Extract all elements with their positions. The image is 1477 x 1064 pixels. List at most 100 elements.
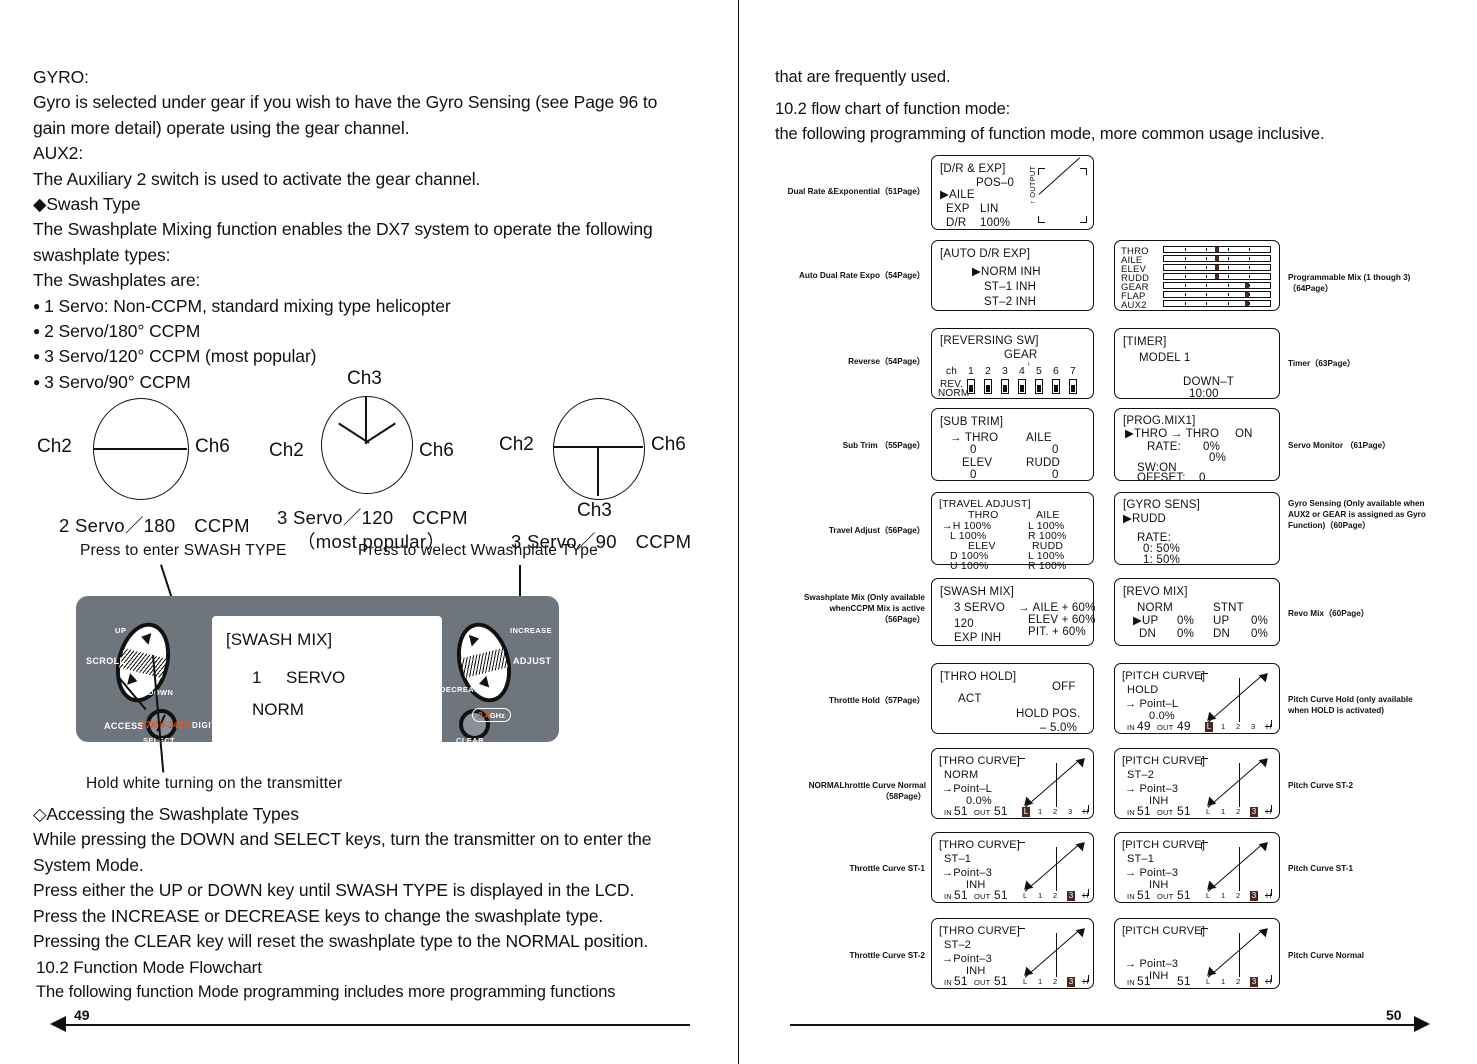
progmix-tick — [1249, 284, 1251, 287]
swashmix-elev: ELEV + 60% — [1028, 614, 1096, 626]
reversing-channel-toggle[interactable] — [1035, 379, 1043, 394]
curve-tick-selected[interactable]: 3 — [1250, 891, 1258, 901]
progmix-row-bar — [1163, 291, 1271, 298]
graph-vertical-axis — [1239, 933, 1241, 977]
label-pitch-curve-hold: Pitch Curve Hold (only available when HO… — [1288, 695, 1413, 715]
label-revo-mix: Revo Mix（60Page） — [1288, 609, 1369, 618]
travel-aile-l: L 100% — [1028, 520, 1065, 532]
reversing-norm-label: NORM — [938, 388, 970, 399]
label-clear: CLEAR — [456, 736, 484, 745]
curve-tick-selected[interactable]: L — [1022, 807, 1030, 817]
curve-tick-label: H — [1083, 977, 1089, 986]
curve-point: →Point–L — [942, 783, 992, 795]
gyro-channel: ▶RUDD — [1123, 513, 1167, 525]
panel-title: [TRAVEL ADJUST] — [939, 498, 1031, 510]
travel-elev-d: D 100% — [950, 550, 989, 562]
scroll-down-triangle-icon[interactable] — [127, 673, 139, 688]
curve-tick-label: 1 — [1221, 891, 1226, 900]
progmix-tick — [1249, 275, 1251, 278]
progmix-tick — [1184, 302, 1186, 305]
progmix1-offset-value: 0 — [1199, 472, 1206, 484]
curve-out-value: 51 — [1177, 804, 1191, 818]
curve-tick-label: H — [1266, 807, 1272, 816]
increase-triangle-icon[interactable] — [468, 632, 481, 647]
panel-timer: [TIMER] MODEL 1 DOWN–T 10:00 — [1114, 328, 1280, 400]
progmix-marker — [1215, 247, 1219, 252]
dr-exp-key: EXP — [946, 203, 970, 215]
dr-exp-value: LIN — [980, 203, 999, 215]
progmix1-offset-key: OFFSET: — [1137, 472, 1186, 484]
curve-value: 0.0% — [966, 795, 992, 807]
label-swashplate-mix: Swashplate Mix (Only available whenCCPM … — [803, 593, 925, 624]
rocker-grip — [460, 647, 508, 679]
throhold-act: ACT — [958, 693, 982, 705]
reversing-channel-toggle[interactable] — [1052, 379, 1060, 394]
progmix-tick — [1249, 257, 1251, 260]
curve-tick-label: L — [1023, 977, 1028, 986]
curve-out-value: 51 — [994, 974, 1008, 988]
footer-arrow-right-icon — [1414, 1016, 1430, 1032]
lcd-servo-word: SERVO — [286, 668, 346, 687]
reversing-channel-toggle[interactable] — [1001, 379, 1009, 394]
curve-value: INH — [966, 879, 986, 891]
swashmix-servo: 3 SERVO — [954, 602, 1006, 614]
graph-corner-tr — [1080, 168, 1087, 175]
progmix-tick — [1206, 293, 1208, 296]
curve-in-key: IN — [1127, 892, 1135, 901]
graph-corner-bl — [1038, 216, 1045, 223]
progmix-tick — [1206, 275, 1208, 278]
curve-tick-label: 1 — [1038, 807, 1043, 816]
graph-arrow-up-icon — [1075, 838, 1089, 852]
curve-tick-label: H — [1083, 891, 1089, 900]
curve-mode: ST–2 — [944, 939, 972, 951]
dr-axis-label: ↑ OUTPUT — [1028, 165, 1037, 204]
callout-enter-swash-type: Press to enter SWASH TYPE — [80, 542, 287, 559]
graph-corner-br — [1082, 975, 1089, 982]
scroll-up-triangle-icon[interactable] — [139, 630, 152, 645]
select-button[interactable] — [146, 709, 177, 740]
curve-tick-selected[interactable]: 3 — [1250, 807, 1258, 817]
reversing-channel-toggle[interactable] — [967, 379, 975, 394]
graph-arrow-up-icon — [1258, 924, 1272, 938]
graph-corner-br — [1265, 805, 1272, 812]
label-throttle-curve-st1: Throttle Curve ST-1 — [849, 864, 925, 873]
curve-out-value: 51 — [994, 804, 1008, 818]
graph-corner-br — [1082, 889, 1089, 896]
graph-corner-br — [1265, 975, 1272, 982]
curve-in-key: IN — [1127, 723, 1135, 732]
graph-vertical-axis — [1056, 847, 1058, 891]
reversing-channel-number: 6 — [1053, 365, 1060, 377]
curve-out-value: 51 — [1177, 888, 1191, 902]
reversing-channel-toggle[interactable] — [984, 379, 992, 394]
progmix-tick — [1249, 302, 1251, 305]
panel-thro-hold: [THRO HOLD] OFF ACT HOLD POS. – 5.0% — [931, 663, 1094, 734]
label-pitch-curve-normal: Pitch Curve Normal — [1288, 951, 1364, 960]
curve-tick-selected[interactable]: 3 — [1067, 977, 1075, 987]
panel-title: [AUTO D/R EXP] — [940, 248, 1031, 260]
curve-tick-selected[interactable]: L — [1205, 722, 1213, 732]
graph-corner-tl — [1201, 842, 1208, 849]
panel-title: [PROG.MIX1] — [1123, 415, 1196, 427]
travel-aile-r: R 100% — [1028, 530, 1067, 542]
panel-title: [THRO HOLD] — [940, 671, 1017, 683]
reversing-channel-toggle[interactable] — [1069, 379, 1077, 394]
revo-norm-dn-val: 0% — [1177, 628, 1195, 640]
curve-out-key: OUT — [974, 808, 991, 817]
reversing-channel-toggle[interactable] — [1018, 379, 1026, 394]
reversing-gear-label: GEAR — [1004, 349, 1038, 361]
curve-tick-selected[interactable]: 3 — [1067, 891, 1075, 901]
swashmix-degrees: 120 — [954, 618, 974, 630]
swash-label-ch3: Ch3 — [347, 368, 382, 389]
curve-tick-label: 3 — [1068, 807, 1073, 816]
progmix-marker — [1245, 301, 1250, 306]
label-travel-adjust: Travel Adjust（56Page） — [828, 526, 925, 535]
toggle-fill — [1037, 385, 1041, 392]
curve-tick-selected[interactable]: 3 — [1250, 977, 1258, 987]
subtrim-val-elev: 0 — [970, 469, 977, 481]
adjust-rocker-switch[interactable] — [448, 616, 520, 709]
panel-swash-mix: [SWASH MIX] 3 SERVO → AILE + 60% ELEV + … — [931, 578, 1096, 646]
right-paragraph-3: the following programming of function mo… — [775, 125, 1325, 143]
curve-in-value: 51 — [954, 804, 968, 818]
panel-auto-dr-exp: [AUTO D/R EXP] ▶NORM INH ST–1 INH ST–2 I… — [931, 240, 1094, 311]
rocker-grip — [119, 647, 167, 679]
